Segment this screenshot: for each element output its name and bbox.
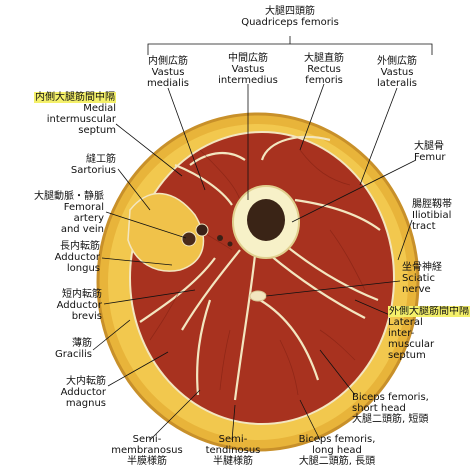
label-femoral-vessels: 大腿動脈・静脈 Femoral artery and vein	[10, 191, 104, 235]
quadriceps-en: Quadriceps femoris	[240, 17, 340, 28]
semimembranosus-en1: Semi-	[104, 434, 190, 445]
label-adductor-magnus: 大内転筋 Adductor magnus	[10, 376, 106, 409]
vastus-intermedius-jp: 中間広筋	[210, 53, 286, 64]
lateral-septum-en2: inter-	[388, 328, 472, 339]
gracilis-jp: 薄筋	[10, 338, 92, 349]
vastus-medialis-en1: Vastus	[130, 67, 206, 78]
label-adductor-brevis: 短内転筋 Adductor brevis	[10, 289, 102, 322]
label-gracilis: 薄筋 Gracilis	[10, 338, 92, 360]
label-medial-septum: 内側大腿筋間中隔 Medial intermuscular septum	[8, 92, 116, 136]
adductor-brevis-en2: brevis	[10, 311, 102, 322]
quadriceps-jp: 大腿四頭筋	[240, 6, 340, 17]
sciatic-nerve-jp: 坐骨神経	[402, 262, 468, 273]
sciatic-nerve	[250, 291, 266, 301]
label-biceps-long-head: Biceps femoris, long head 大腿二頭筋, 長頭	[282, 434, 392, 467]
rectus-femoris-en1: Rectus	[290, 64, 358, 75]
femur-jp: 大腿骨	[414, 141, 470, 152]
semitendinosus-en2: tendinosus	[196, 445, 270, 456]
semimembranosus-jp: 半膜様筋	[104, 456, 190, 467]
femoral-artery	[182, 232, 196, 246]
femoral-vessels-en1: Femoral	[10, 202, 104, 213]
iliotibial-tract-jp: 腸脛靱帯	[412, 199, 470, 210]
biceps-long-en2: long head	[282, 445, 392, 456]
vastus-intermedius-en2: intermedius	[210, 75, 286, 86]
label-femur: 大腿骨 Femur	[414, 141, 470, 163]
label-semitendinosus: Semi- tendinosus 半腱様筋	[196, 434, 270, 467]
muscle-mass	[130, 132, 394, 424]
adductor-brevis-jp: 短内転筋	[10, 289, 102, 300]
gracilis-en: Gracilis	[10, 349, 92, 360]
quadriceps-heading: 大腿四頭筋 Quadriceps femoris	[240, 6, 340, 28]
femur-marrow	[247, 199, 285, 241]
vastus-medialis-en2: medialis	[130, 78, 206, 89]
medial-septum-en3: septum	[8, 125, 116, 136]
medial-septum-jp: 内側大腿筋間中隔	[34, 92, 116, 103]
deep-vessel-2	[228, 242, 233, 247]
femoral-vessels-jp: 大腿動脈・静脈	[10, 191, 104, 202]
vastus-lateralis-en2: lateralis	[362, 78, 432, 89]
vastus-lateralis-jp: 外側広筋	[362, 56, 432, 67]
biceps-short-jp: 大腿二頭筋, 短頭	[352, 414, 462, 425]
femoral-vessels-en3: and vein	[10, 224, 104, 235]
sartorius-en: Sartorius	[30, 165, 116, 176]
adductor-longus-en1: Adductor	[10, 252, 100, 263]
adductor-longus-en2: longus	[10, 263, 100, 274]
rectus-femoris-en2: femoris	[290, 75, 358, 86]
biceps-short-en1: Biceps femoris,	[352, 392, 462, 403]
lateral-septum-en4: septum	[388, 350, 472, 361]
sciatic-nerve-en2: nerve	[402, 284, 468, 295]
rectus-femoris-jp: 大腿直筋	[290, 53, 358, 64]
label-lateral-septum: 外側大腿筋間中隔 Lateral inter- muscular septum	[388, 306, 472, 361]
label-vastus-lateralis: 外側広筋 Vastus lateralis	[362, 56, 432, 89]
semitendinosus-jp: 半腱様筋	[196, 456, 270, 467]
femur-en: Femur	[414, 152, 470, 163]
label-sartorius: 縫工筋 Sartorius	[30, 154, 116, 176]
label-rectus-femoris: 大腿直筋 Rectus femoris	[290, 53, 358, 86]
femoral-vessels-en2: artery	[10, 213, 104, 224]
adductor-brevis-en1: Adductor	[10, 300, 102, 311]
label-biceps-short-head: Biceps femoris, short head 大腿二頭筋, 短頭	[352, 392, 462, 425]
sciatic-nerve-en1: Sciatic	[402, 273, 468, 284]
label-adductor-longus: 長内転筋 Adductor longus	[10, 241, 100, 274]
label-semimembranosus: Semi- membranosus 半膜様筋	[104, 434, 190, 467]
lateral-septum-en3: muscular	[388, 339, 472, 350]
lateral-septum-en1: Lateral	[388, 317, 472, 328]
label-vastus-intermedius: 中間広筋 Vastus intermedius	[210, 53, 286, 86]
adductor-longus-jp: 長内転筋	[10, 241, 100, 252]
biceps-short-en2: short head	[352, 403, 462, 414]
lateral-septum-jp: 外側大腿筋間中隔	[388, 306, 470, 317]
deep-vessel-1	[217, 235, 223, 241]
biceps-long-jp: 大腿二頭筋, 長頭	[282, 456, 392, 467]
iliotibial-tract-en2: tract	[412, 221, 470, 232]
femoral-vein	[196, 224, 208, 236]
vastus-lateralis-en1: Vastus	[362, 67, 432, 78]
biceps-long-en1: Biceps femoris,	[282, 434, 392, 445]
adductor-magnus-jp: 大内転筋	[10, 376, 106, 387]
semimembranosus-en2: membranosus	[104, 445, 190, 456]
semitendinosus-en1: Semi-	[196, 434, 270, 445]
label-iliotibial-tract: 腸脛靱帯 Iliotibial tract	[412, 199, 470, 232]
adductor-magnus-en1: Adductor	[10, 387, 106, 398]
adductor-magnus-en2: magnus	[10, 398, 106, 409]
vastus-medialis-jp: 内側広筋	[130, 56, 206, 67]
iliotibial-tract-en1: Iliotibial	[412, 210, 470, 221]
medial-septum-en1: Medial	[8, 103, 116, 114]
label-vastus-medialis: 内側広筋 Vastus medialis	[130, 56, 206, 89]
vastus-intermedius-en1: Vastus	[210, 64, 286, 75]
sartorius-jp: 縫工筋	[30, 154, 116, 165]
label-sciatic-nerve: 坐骨神経 Sciatic nerve	[402, 262, 468, 295]
medial-septum-en2: intermuscular	[8, 114, 116, 125]
